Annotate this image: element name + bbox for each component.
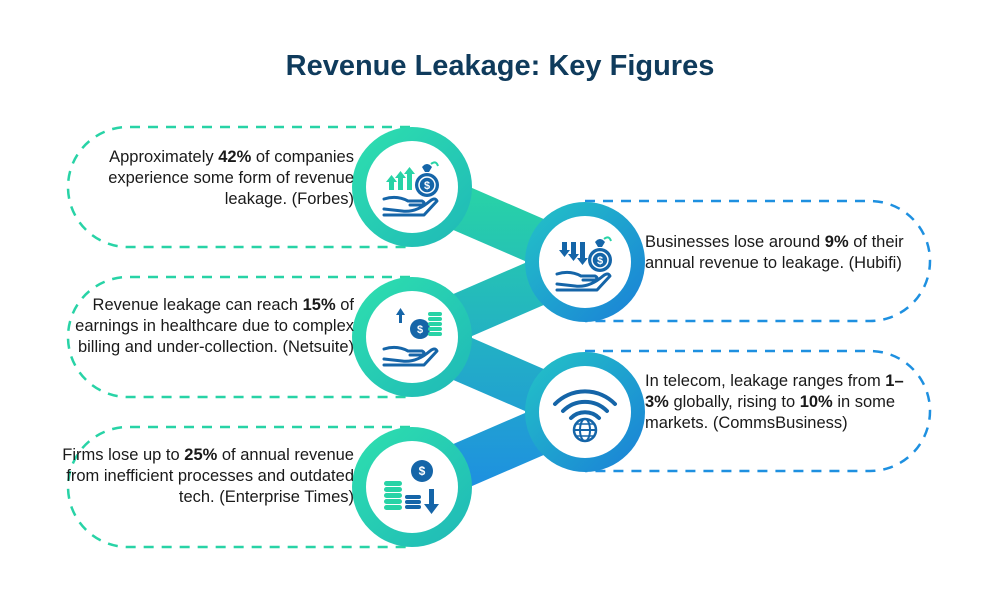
stat-value: 9% (824, 233, 849, 251)
stat-text: Revenue leakage can reach (92, 296, 303, 314)
svg-text:$: $ (419, 464, 426, 478)
stat-text: In telecom, leakage ranges from (645, 372, 886, 390)
item-2-text: Businesses lose around 9% of their annua… (645, 232, 905, 274)
item-3-text: Revenue leakage can reach 15% of earning… (54, 295, 354, 358)
frame-item-4 (585, 349, 932, 473)
frame-item-2 (585, 199, 932, 323)
circle-item-3 (352, 277, 472, 397)
money-bag-falling-chart-hand-icon: $ (555, 236, 612, 292)
svg-text:$: $ (597, 255, 603, 267)
item-4-text: In telecom, leakage ranges from 1–3% glo… (645, 371, 905, 434)
stat-value: 42% (218, 148, 252, 166)
stat-text: globally, rising to (668, 393, 800, 411)
dashed-frames (66, 125, 932, 549)
stat-value: 1–3% (645, 372, 904, 411)
item-5-text: Firms lose up to 25% of annual revenue f… (54, 445, 354, 508)
hand-coins-icon: $ (382, 308, 442, 367)
stat-value: 10% (799, 393, 833, 411)
circle-item-2 (525, 202, 645, 322)
stat-value: 15% (302, 296, 336, 314)
stat-text: of companies experience some form of rev… (108, 148, 354, 208)
stat-text: of earnings in healthcare due to complex… (75, 296, 354, 356)
money-bag-rising-chart-hand-icon: $ (382, 161, 439, 217)
svg-text:$: $ (417, 324, 423, 336)
stat-value: 25% (184, 446, 218, 464)
stat-text: Firms lose up to (62, 446, 185, 464)
svg-text:$: $ (424, 180, 430, 192)
item-1-text: Approximately 42% of companies experienc… (54, 147, 354, 210)
stat-text: of annual revenue from inefficient proce… (66, 446, 354, 506)
stat-text: of their annual revenue to leakage. (Hub… (645, 233, 904, 272)
stat-text: in some markets. (CommsBusiness) (645, 393, 896, 432)
page-title: Revenue Leakage: Key Figures (285, 50, 715, 82)
stat-text: Approximately (109, 148, 219, 166)
stat-text: Businesses lose around (645, 233, 825, 251)
circle-item-5 (352, 427, 472, 547)
coins-dollar-down-arrow-icon: $ (384, 460, 439, 514)
wifi-globe-icon (553, 389, 617, 443)
